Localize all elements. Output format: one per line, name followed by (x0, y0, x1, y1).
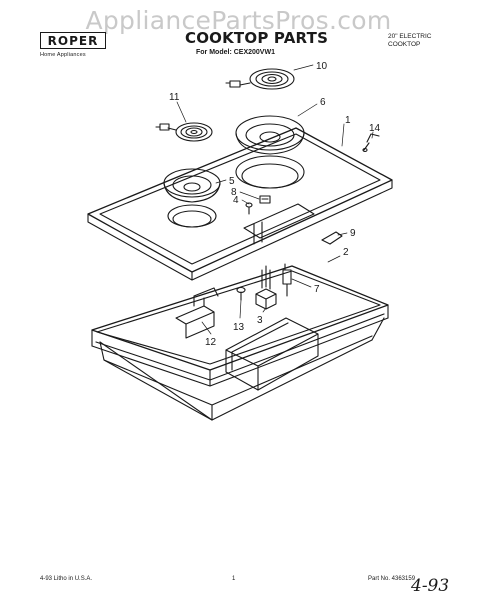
spec-line-1: 20" ELECTRIC (388, 33, 432, 40)
roper-logo: ROPER Home Appliances (40, 32, 106, 58)
screw-13 (236, 286, 246, 301)
callout-6: 6 (320, 97, 326, 108)
drip-bowl-large (235, 115, 305, 155)
terminal-block (255, 265, 277, 310)
page-title: COOKTOP PARTS (185, 29, 329, 47)
callout-2: 2 (343, 247, 349, 258)
surface-element-large (225, 68, 295, 90)
spec-line-2: COOKTOP (388, 41, 421, 48)
burner-openings (167, 155, 305, 228)
callout-1: 1 (345, 115, 351, 126)
callout-12: 12 (205, 337, 217, 348)
clip (321, 231, 343, 245)
drip-bowl-small (163, 168, 221, 203)
leader-lines (176, 64, 374, 335)
callout-7: 7 (314, 284, 320, 295)
callout-labels: 1 2 3 4 5 6 7 8 9 10 11 12 13 14 (169, 61, 381, 348)
callout-13: 13 (233, 322, 245, 333)
cooktop-pan (91, 265, 389, 421)
model-number: For Model: CEX200VW1 (196, 49, 275, 56)
footer-part-number: Part No. 4363159 (368, 576, 416, 582)
roper-logo-box: ROPER (40, 32, 106, 49)
callout-5: 5 (229, 176, 235, 187)
callout-9: 9 (350, 228, 356, 239)
handwritten-note: 4-93 (411, 576, 450, 596)
callout-10: 10 (316, 61, 328, 72)
footer-page-number: 1 (232, 576, 236, 582)
surface-element-small (155, 122, 213, 142)
cooktop-frame (87, 127, 393, 281)
footer-print-info: 4-93 Litho in U.S.A. (40, 576, 93, 582)
bracket (175, 287, 219, 339)
hinge-pin (362, 133, 380, 153)
callout-11: 11 (169, 92, 180, 103)
receptacle (259, 195, 271, 204)
callout-8: 8 (231, 187, 237, 198)
screw-4 (245, 202, 253, 215)
callout-3: 3 (257, 315, 263, 326)
connector (282, 263, 292, 297)
callout-4: 4 (233, 195, 239, 206)
watermark-text: AppliancePartsPros.com (85, 6, 392, 35)
brand-subtitle: Home Appliances (40, 52, 86, 58)
callout-14: 14 (369, 123, 381, 134)
